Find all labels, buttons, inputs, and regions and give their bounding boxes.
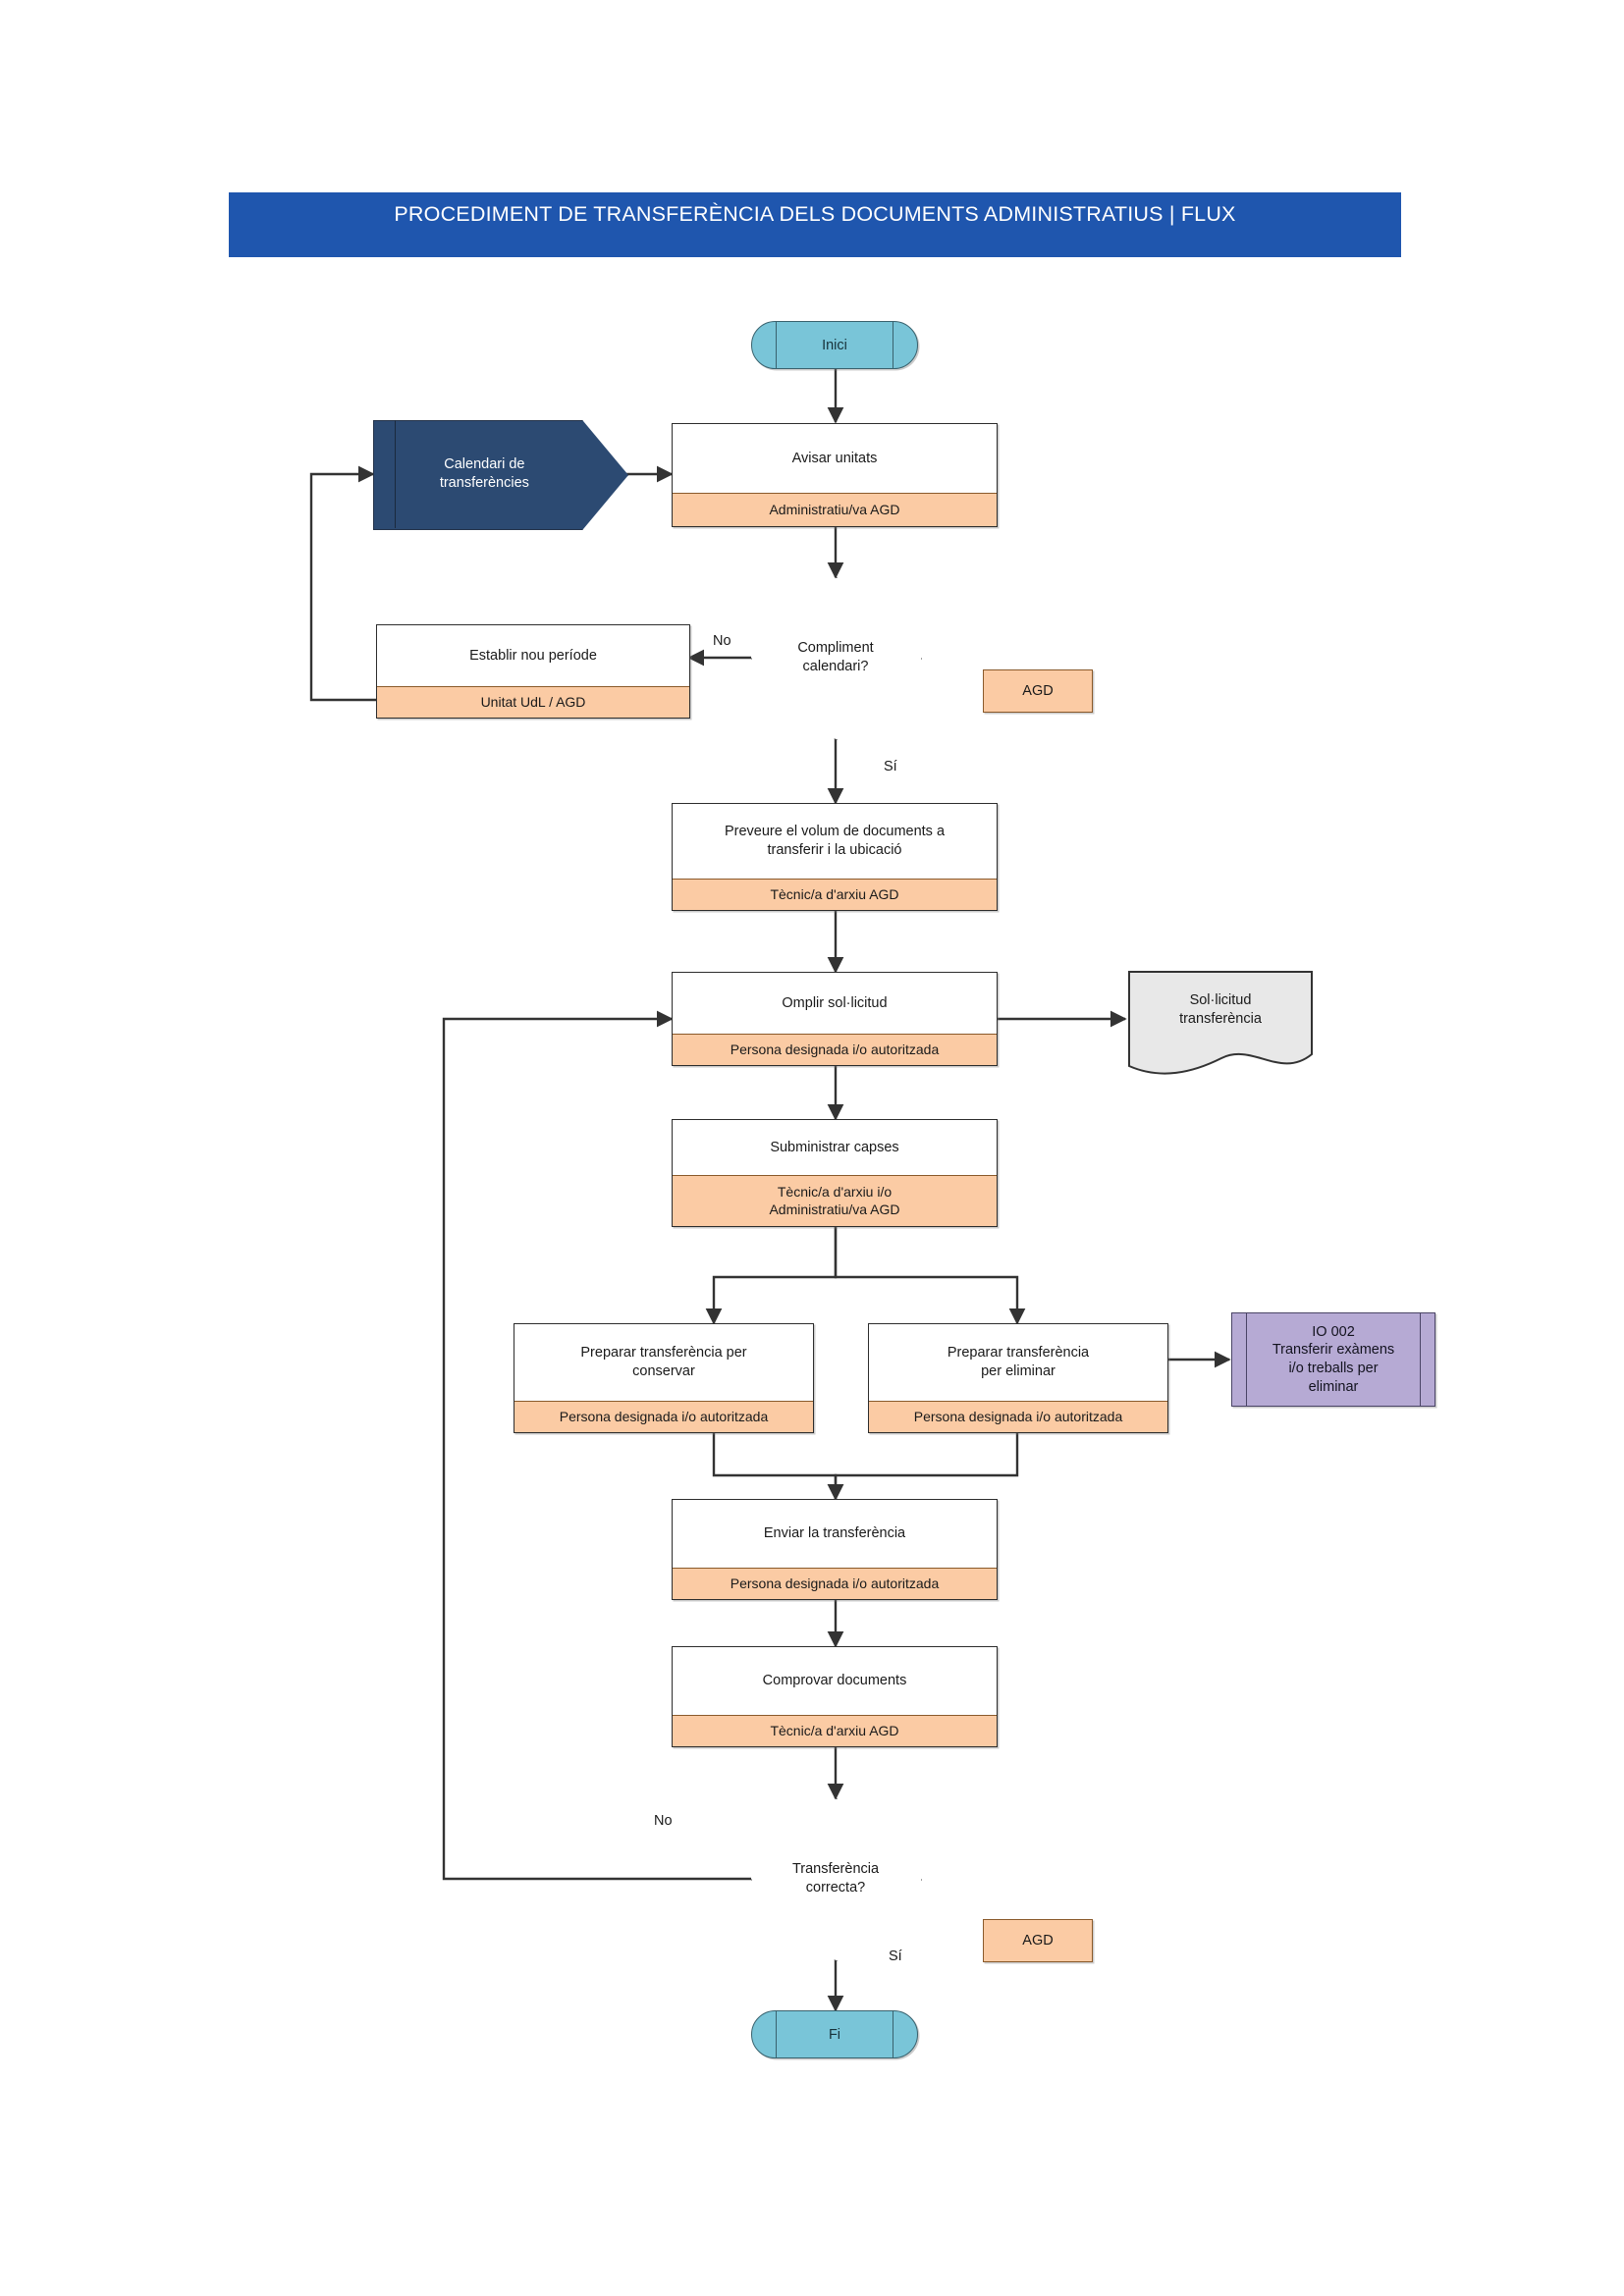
process-comprovar-label: Comprovar documents (762, 1673, 907, 1689)
process-omplir-label: Omplir sol·licitud (782, 994, 888, 1011)
pentagon-inner-bar (395, 420, 396, 528)
subministrar-role-line-1: Tècnic/a d'arxiu i/o (777, 1184, 893, 1201)
tag-agd-upper-label: AGD (1022, 683, 1054, 699)
process-avisar-label: Avisar unitats (791, 450, 878, 466)
tag-agd-lower: AGD (983, 1919, 1093, 1962)
io002-line-4: eliminar (1308, 1378, 1359, 1395)
subministrar-role-line-2: Administratiu/va AGD (769, 1201, 900, 1217)
process-establir-nou-periode[interactable]: Establir nou període Unitat UdL / AGD (376, 624, 690, 719)
process-comprovar-documents[interactable]: Comprovar documents Tècnic/a d'arxiu AGD (672, 1646, 998, 1747)
edge-establir-calendari (309, 465, 376, 702)
process-conservar-role: Persona designada i/o autoritzada (514, 1401, 813, 1432)
process-subministrar-capses[interactable]: Subministrar capses Tècnic/a d'arxiu i/o… (672, 1119, 998, 1227)
pentagon-shape (373, 420, 628, 530)
calendari-line-2: transferències (439, 475, 529, 491)
input-calendari-transferencies[interactable]: Calendari de transferències (373, 420, 628, 530)
process-establir-label: Establir nou període (469, 647, 597, 664)
terminator-fi-label: Fi (828, 2026, 841, 2043)
terminator-inici[interactable]: Inici (751, 321, 918, 369)
edge-correcta-omplir (442, 1010, 751, 1881)
document-solicitud-transferencia: Sol·licitud transferència (1127, 970, 1314, 1076)
solicitud-line-2: transferència (1179, 1011, 1262, 1027)
solicitud-line-1: Sol·licitud (1189, 992, 1252, 1009)
process-enviar-transferencia[interactable]: Enviar la transferència Persona designad… (672, 1499, 998, 1600)
decision-compliment-calendari[interactable]: Compliment calendari? (751, 577, 922, 740)
page-title: PROCEDIMENT DE TRANSFERÈNCIA DELS DOCUME… (394, 201, 1236, 226)
process-preparar-conservar[interactable]: Preparar transferència per conservar Per… (514, 1323, 814, 1433)
process-subministrar-role: Tècnic/a d'arxiu i/o Administratiu/va AG… (673, 1175, 997, 1226)
edge-label-no-correcta: No (654, 1813, 673, 1829)
process-establir-role: Unitat UdL / AGD (377, 686, 689, 718)
tag-agd-lower-label: AGD (1022, 1933, 1054, 1949)
process-omplir-solicitud[interactable]: Omplir sol·licitud Persona designada i/o… (672, 972, 998, 1066)
io002-line-1: IO 002 (1312, 1323, 1355, 1340)
process-subministrar-label: Subministrar capses (770, 1139, 899, 1155)
io002-label: IO 002 Transferir exàmens i/o treballs p… (1252, 1313, 1415, 1406)
correcta-line-1: Transferència (791, 1861, 880, 1878)
conservar-line-2: conservar (632, 1363, 695, 1379)
io002-line-2: Transferir exàmens (1272, 1342, 1395, 1359)
calendari-line-1: Calendari de (444, 456, 525, 473)
page-title-bar: PROCEDIMENT DE TRANSFERÈNCIA DELS DOCUME… (229, 192, 1401, 257)
edge-label-no-calendari: No (713, 633, 731, 649)
terminator-bar-left (776, 322, 777, 368)
edge-conservar-enviar (712, 1433, 844, 1501)
process-avisar-role: Administratiu/va AGD (673, 493, 997, 526)
process-eliminar-label: Preparar transferència per eliminar (869, 1324, 1167, 1401)
terminator-inici-label: Inici (822, 337, 847, 353)
compliment-line-1: Compliment (797, 640, 874, 657)
eliminar-line-1: Preparar transferència (947, 1345, 1090, 1362)
edge-label-si-correcta: Sí (889, 1949, 902, 1964)
predefined-bar-left (1246, 1313, 1247, 1406)
edge-subministrar-conservar (705, 1226, 838, 1325)
terminator-fi[interactable]: Fi (751, 2010, 918, 2058)
decision-compliment-label: Compliment calendari? (772, 577, 900, 738)
process-eliminar-role: Persona designada i/o autoritzada (869, 1401, 1167, 1432)
process-enviar-label: Enviar la transferència (763, 1525, 906, 1542)
process-avisar-unitats[interactable]: Avisar unitats Administratiu/va AGD (672, 423, 998, 527)
eliminar-line-2: per eliminar (981, 1363, 1056, 1379)
edge-eliminar-enviar (827, 1433, 1019, 1501)
process-preveure-role: Tècnic/a d'arxiu AGD (673, 879, 997, 910)
conservar-line-1: Preparar transferència per (580, 1345, 747, 1362)
terminator-bar-left (776, 2011, 777, 2057)
compliment-line-2: calendari? (802, 659, 869, 674)
predefined-process-io-002[interactable]: IO 002 Transferir exàmens i/o treballs p… (1231, 1312, 1435, 1407)
tag-agd-upper: AGD (983, 669, 1093, 713)
edge-subministrar-eliminar (834, 1226, 1026, 1325)
process-enviar-role: Persona designada i/o autoritzada (673, 1568, 997, 1599)
process-omplir-role: Persona designada i/o autoritzada (673, 1034, 997, 1065)
correcta-line-2: correcta? (805, 1880, 866, 1896)
document-shape (1128, 971, 1313, 1075)
io002-line-3: i/o treballs per (1288, 1361, 1379, 1376)
edge-label-si-calendari: Sí (884, 759, 897, 774)
decision-transferencia-correcta[interactable]: Transferència correcta? (751, 1798, 922, 1961)
predefined-bar-right (1420, 1313, 1421, 1406)
process-comprovar-role: Tècnic/a d'arxiu AGD (673, 1715, 997, 1746)
process-conservar-label: Preparar transferència per conservar (514, 1324, 813, 1401)
preveure-line-1: Preveure el volum de documents a (724, 824, 946, 840)
process-preparar-eliminar[interactable]: Preparar transferència per eliminar Pers… (868, 1323, 1168, 1433)
decision-correcta-label: Transferència correcta? (772, 1798, 900, 1959)
preveure-line-2: transferir i la ubicació (767, 842, 902, 858)
input-calendari-label: Calendari de transferències (383, 420, 586, 528)
process-preveure-label: Preveure el volum de documents a transfe… (673, 804, 997, 879)
process-preveure-volum[interactable]: Preveure el volum de documents a transfe… (672, 803, 998, 911)
document-solicitud-label: Sol·licitud transferència (1133, 980, 1308, 1041)
